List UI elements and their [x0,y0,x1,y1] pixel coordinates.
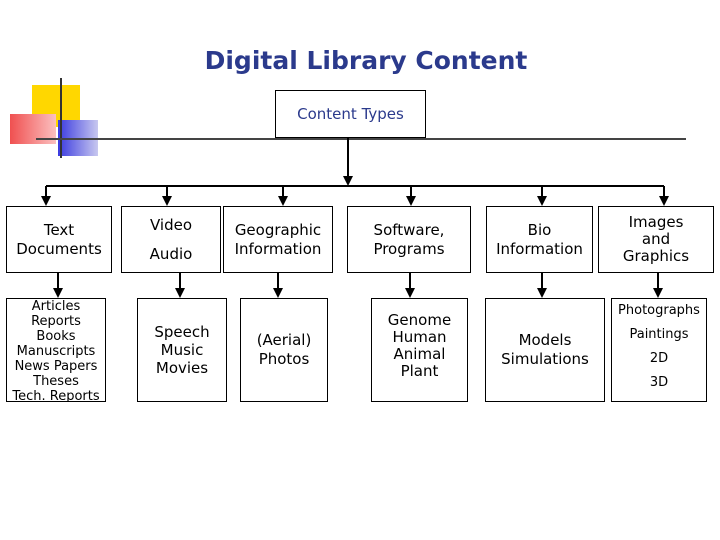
list-item: Genome [387,311,452,329]
decor-horizontal-rule [36,138,686,140]
category-label-line: Information [496,239,583,258]
list-item: Animal [393,345,446,363]
category-video-audio: Video Audio [121,206,221,273]
category-label-line: Images [628,213,684,231]
category-label-line: Documents [16,239,102,258]
list-item: Paintings [629,327,689,342]
items-video-audio: Speech Music Movies [137,298,227,402]
list-item: Reports [31,314,81,329]
list-item: 3D [649,375,669,390]
category-bio-information: Bio Information [486,206,593,273]
list-item: Manuscripts [16,344,96,359]
items-images-graphics: Photographs Paintings 2D 3D [611,298,707,402]
list-item: Music [160,341,204,359]
list-item: Photos [258,350,310,368]
list-item: Books [36,329,76,344]
category-label-line: Video [149,215,193,234]
category-label-line: Text [43,220,75,239]
category-text-documents: Text Documents [6,206,112,273]
category-label-line: Programs [373,239,445,258]
list-item: Movies [155,359,209,377]
root-label: Content Types [297,105,404,123]
root-node: Content Types [275,90,426,138]
category-label-line: Bio [527,220,552,239]
category-label-line: Audio [149,244,193,263]
category-software-programs: Software, Programs [347,206,471,273]
category-geographic-information: Geographic Information [223,206,333,273]
list-item: Photographs [618,303,700,318]
category-images-graphics: Images and Graphics [598,206,714,273]
list-item: Tech. Reports [12,389,100,402]
list-item: Articles [31,299,81,314]
list-item: Simulations [501,350,589,368]
page-title: Digital Library Content [204,46,528,75]
category-label-line: Software, [373,220,445,239]
category-label-line: Information [234,240,322,258]
list-item: Speech [154,323,210,341]
items-text-documents: Articles Reports Books Manuscripts News … [6,298,106,402]
items-bio-information: Models Simulations [485,298,605,402]
items-geographic-information: (Aerial) Photos [240,298,328,402]
list-item: Human [392,328,447,346]
list-item: Plant [400,362,439,380]
list-item: 2D [649,351,669,366]
category-label-line: Graphics [622,247,690,265]
category-label-line: and [641,230,671,248]
decor-vertical-line [60,78,62,158]
items-software-programs: Genome Human Animal Plant [371,298,468,402]
list-item: Theses [33,374,79,389]
list-item: Models [518,331,572,349]
category-label-line: Geographic [234,221,322,239]
list-item: (Aerial) [256,331,312,349]
list-item: News Papers [14,359,98,374]
